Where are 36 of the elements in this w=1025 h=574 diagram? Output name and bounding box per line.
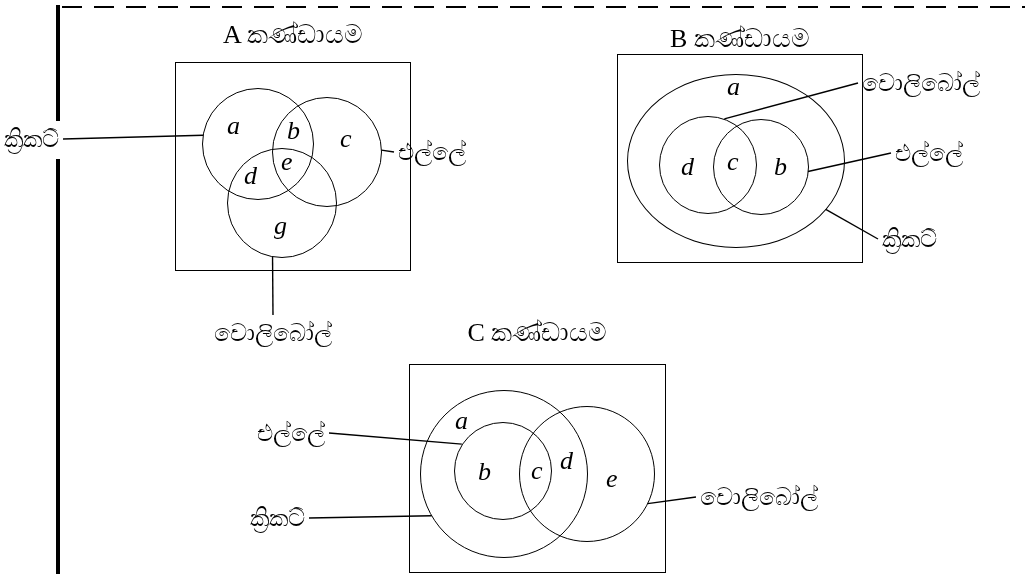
- group-title: B කණ්ඩායම: [669, 24, 811, 54]
- region-letter: c: [340, 125, 352, 153]
- set-label: ක්‍රිකට්: [882, 224, 937, 254]
- leader-line: [807, 152, 892, 173]
- leader-line: [825, 208, 879, 240]
- group-title: C කණ්ඩායම: [466, 318, 609, 348]
- region-letter: a: [227, 112, 240, 140]
- set-label: ක්‍රිකට්: [4, 124, 59, 154]
- leader-line: [380, 149, 395, 153]
- region-letter: g: [274, 212, 287, 240]
- region-letter: d: [681, 153, 694, 181]
- set-label: වොලිබෝල්: [700, 482, 818, 512]
- region-letter: e: [606, 465, 618, 493]
- leader-line: [62, 134, 204, 140]
- set-label: වොලිබෝල්: [862, 68, 980, 98]
- region-letter: b: [774, 153, 787, 181]
- region-letter: d: [560, 447, 573, 475]
- region-letter: c: [531, 457, 543, 485]
- leader-line: [646, 496, 697, 505]
- set-label: එල්ලේ: [257, 418, 325, 448]
- set-label: වොලිබෝල්: [203, 318, 343, 348]
- region-letter: b: [287, 117, 300, 145]
- leader-line: [308, 515, 433, 519]
- region-letter: d: [244, 162, 257, 190]
- leader-line: [723, 82, 859, 120]
- group-title: A කණ්ඩායම: [222, 20, 364, 50]
- set-label: එල්ලේ: [895, 138, 963, 168]
- region-letter: e: [281, 148, 293, 176]
- region-letter: b: [478, 458, 491, 486]
- region-letter: a: [727, 73, 740, 101]
- venn-ellipse: [627, 74, 845, 248]
- set-label: ක්‍රිකට්: [250, 503, 305, 533]
- region-letter: c: [727, 148, 739, 176]
- leader-line: [328, 432, 463, 445]
- region-letter: a: [455, 407, 468, 435]
- leader-line: [271, 255, 274, 316]
